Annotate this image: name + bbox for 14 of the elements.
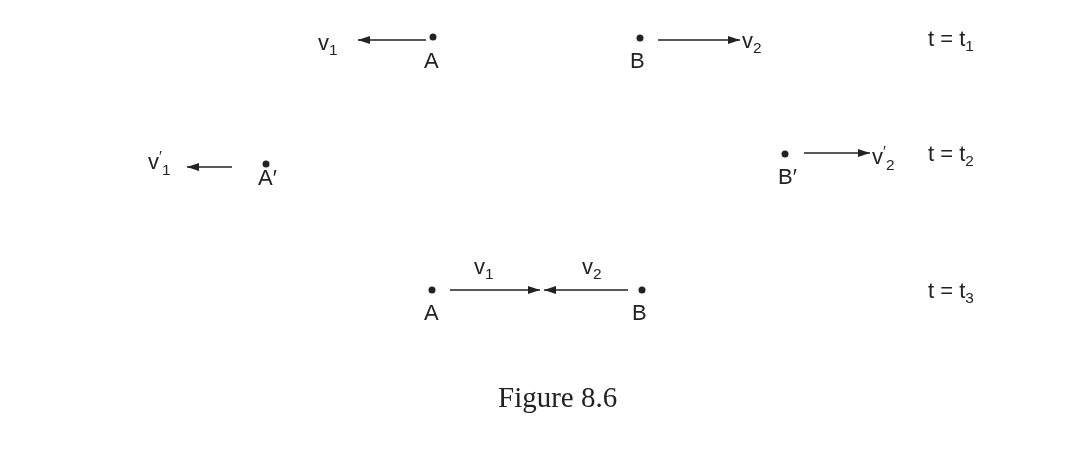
math-label: v$_{1}$ bbox=[318, 32, 338, 58]
math-label: A bbox=[424, 50, 439, 72]
math-label: t = t$_{2}$ bbox=[928, 143, 974, 169]
math-label: t = t$_{1}$ bbox=[928, 28, 974, 54]
math-label: v$_{2}$ bbox=[742, 30, 762, 56]
math-label: t = t$_{3}$ bbox=[928, 280, 974, 306]
math-label: A′ bbox=[258, 167, 277, 189]
math-label: v$_{2}$ bbox=[582, 256, 602, 282]
math-label: B bbox=[630, 50, 645, 72]
math-label: B′ bbox=[778, 166, 797, 188]
figure-caption: Figure 8.6 bbox=[498, 383, 618, 412]
math-label: A bbox=[424, 302, 439, 324]
math-label: B bbox=[632, 302, 647, 324]
math-label: v$_{1}$ bbox=[474, 256, 494, 282]
